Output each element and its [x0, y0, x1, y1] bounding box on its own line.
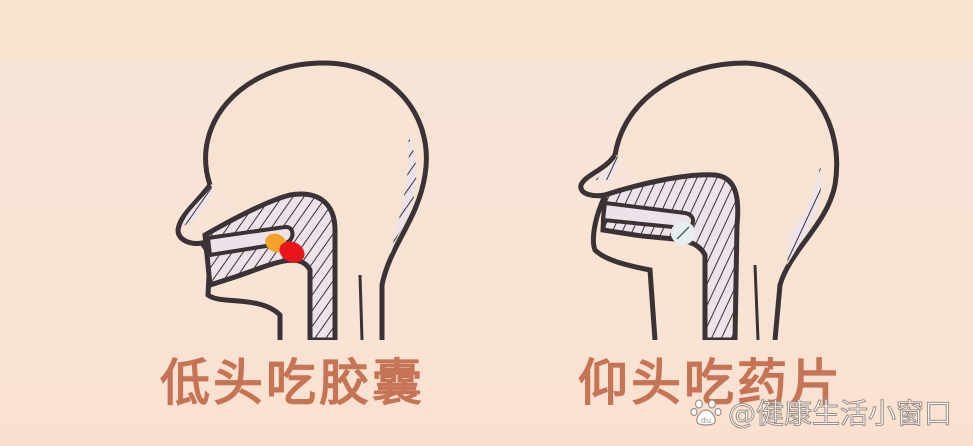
capsule-icon: [265, 233, 305, 263]
watermark: du @健康生活小窗口: [690, 392, 953, 432]
background-top-band: [0, 0, 973, 60]
svg-text:du: du: [701, 416, 711, 425]
caption-chin-down-capsule: 低头吃胶囊: [160, 354, 425, 412]
head-cross-section-illustration: [175, 60, 429, 343]
watermark-text: @健康生活小窗口: [727, 397, 953, 431]
baidu-paw-icon: du: [690, 399, 722, 426]
head-cross-section-illustration: [578, 60, 840, 343]
head-figure-chin-down: [150, 55, 430, 343]
tablet-icon: [671, 221, 695, 245]
caption-chin-up-tablet: 仰头吃药片: [578, 354, 843, 412]
head-figure-chin-up: [565, 55, 845, 343]
